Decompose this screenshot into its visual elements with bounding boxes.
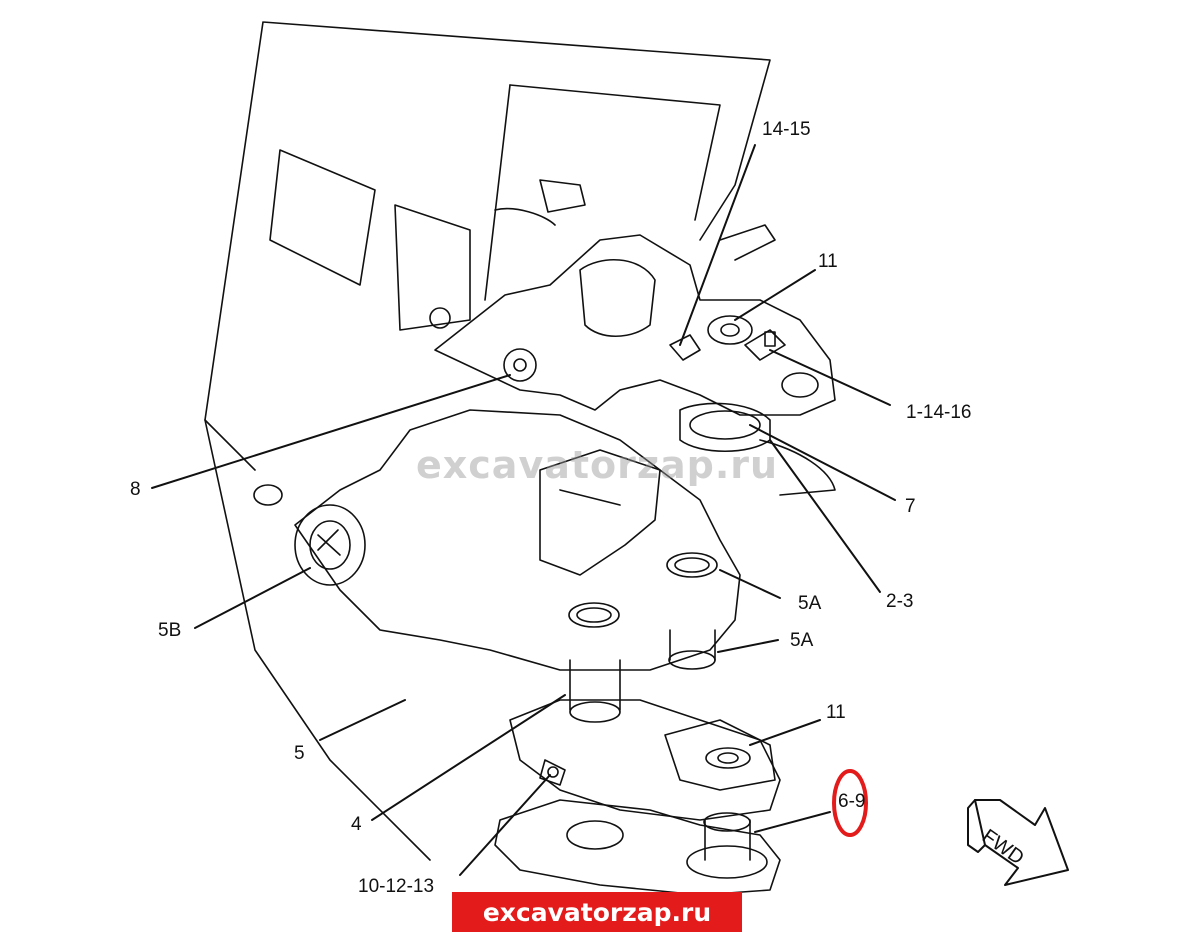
lower-pins-yoke [494,629,781,896]
callout-11-bottom: 11 [826,702,846,723]
callout-7: 7 [905,496,916,517]
callout-8: 8 [130,479,141,500]
swing-casting [253,409,741,671]
callout-5a-lower: 5A [790,630,814,651]
highlight-circle [832,769,868,837]
callout-2-3: 2-3 [886,591,914,612]
upper-bracket [434,224,836,496]
callout-5b: 5B [158,620,182,641]
fwd-arrow-icon [967,799,1069,886]
callout-5a-upper: 5A [798,593,822,614]
leader-lines [151,144,896,876]
callout-11-top: 11 [818,251,838,272]
callout-6-9: 6-9 [838,791,866,812]
boom-frame-outline [204,21,771,861]
callout-14-15: 14-15 [762,119,811,140]
callout-5: 5 [294,743,305,764]
site-banner: excavatorzap.ru [452,892,742,932]
watermark-text: excavatorzap.ru [416,443,779,487]
callout-1-14-16: 1-14-16 [906,402,972,423]
callout-4: 4 [351,814,362,835]
callout-10-12-13: 10-12-13 [358,876,435,897]
banner-text: excavatorzap.ru [482,897,712,927]
